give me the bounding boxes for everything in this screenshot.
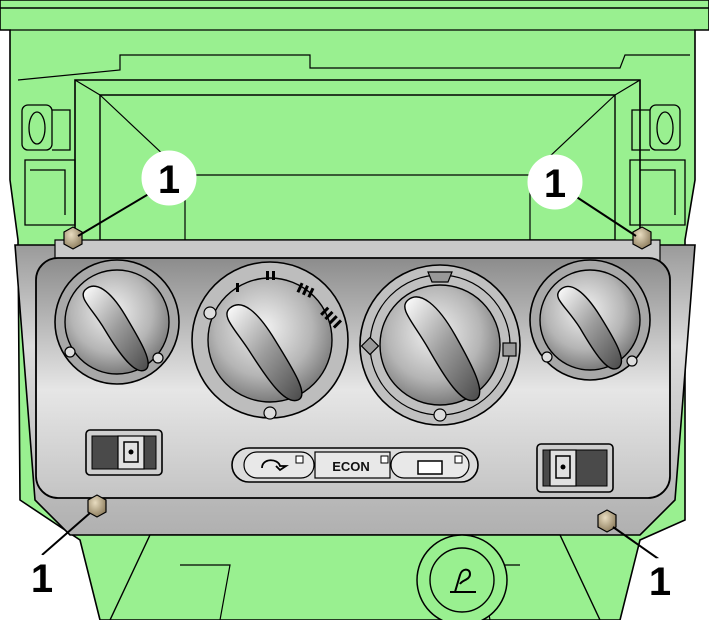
left-mounting-bracket — [21, 104, 76, 226]
temperature-hot-marker — [502, 342, 517, 357]
recirculation-arrow-icon — [261, 459, 289, 472]
callout-top-left: 1 — [141, 150, 197, 206]
left-knob-grip — [82, 285, 149, 372]
mounting-screw-bottom-right — [597, 509, 617, 533]
cigarette-lighter-socket — [416, 534, 508, 620]
fan-speed-mark-4 — [320, 306, 343, 329]
right-mounting-bracket — [629, 104, 686, 226]
lower-console — [109, 534, 601, 620]
rectangle-window-icon — [417, 460, 443, 475]
econ-label: ECON — [332, 459, 370, 474]
right-knob-marker-dot — [626, 355, 638, 367]
leader-bottom-right — [612, 526, 661, 561]
fan-off-marker-dot — [203, 306, 217, 320]
mounting-screw-bottom-left — [87, 494, 107, 518]
recirculation-indicator-led — [295, 455, 304, 464]
rear-defrost-button[interactable] — [390, 451, 470, 479]
leader-top-left — [77, 191, 153, 237]
recirculation-button[interactable] — [243, 451, 315, 479]
callout-bottom-right: 1 — [638, 558, 682, 604]
fan-knob-bottom-dot — [263, 406, 277, 420]
callout-label: 1 — [649, 560, 671, 604]
leader-top-right — [571, 193, 637, 237]
rear-defrost-indicator-led — [454, 455, 463, 464]
temperature-knob-grip — [404, 296, 481, 402]
fan-speed-mark-1 — [236, 283, 239, 292]
fan-knob-grip — [226, 304, 303, 402]
right-knob-grip — [557, 285, 623, 370]
mounting-screw-top-right — [632, 226, 652, 250]
callout-label: 1 — [158, 158, 180, 202]
lighter-icon — [450, 568, 476, 593]
right-rocker-switch[interactable] — [536, 443, 614, 493]
center-button-bar: ECON — [231, 447, 479, 483]
right-knob-marker-dot — [541, 351, 553, 363]
callout-bottom-left: 1 — [20, 555, 64, 601]
leader-bottom-left — [41, 512, 91, 556]
left-knob-marker-dot — [152, 352, 164, 364]
left-knob-marker-dot — [64, 346, 76, 358]
left-rotary-knob[interactable] — [54, 259, 180, 385]
fan-speed-mark-2a — [266, 271, 269, 280]
fan-speed-marks — [236, 271, 343, 329]
right-rotary-knob[interactable] — [529, 259, 651, 381]
econ-button[interactable]: ECON — [314, 451, 391, 479]
econ-indicator-led — [380, 455, 389, 464]
fan-speed-mark-3 — [296, 282, 315, 298]
callout-top-right: 1 — [527, 154, 583, 210]
mounting-screw-top-left — [63, 226, 83, 250]
fan-speed-knob[interactable] — [191, 261, 349, 420]
callout-label: 1 — [31, 557, 53, 601]
callout-leader-lines — [41, 191, 661, 561]
temperature-knob-bottom-dot — [433, 408, 447, 422]
callout-label: 1 — [544, 162, 566, 206]
temperature-top-indicator — [427, 271, 453, 283]
temperature-cold-marker — [360, 336, 380, 356]
fan-speed-mark-2b — [272, 271, 275, 280]
left-rocker-switch[interactable] — [85, 429, 163, 476]
temperature-knob[interactable] — [359, 264, 521, 426]
